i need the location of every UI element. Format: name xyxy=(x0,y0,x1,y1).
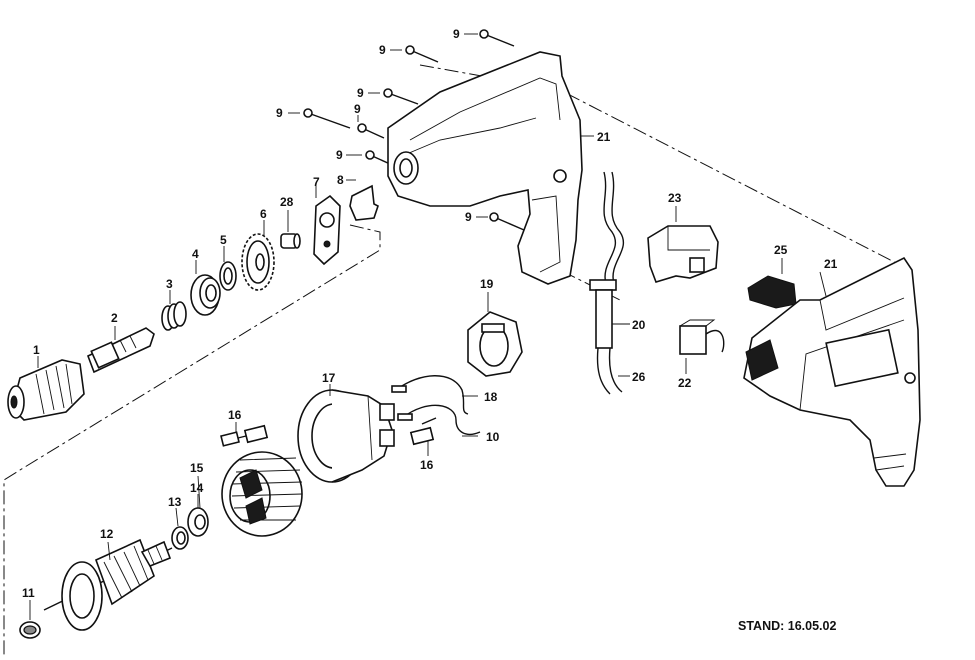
drill-chuck xyxy=(7,359,85,421)
callout-11: 11 xyxy=(22,586,35,600)
callout-8: 8 xyxy=(337,173,344,187)
assembly-axis-lines xyxy=(3,64,901,655)
motor-housing xyxy=(297,389,395,483)
callout-9-f: 9 xyxy=(336,148,343,162)
housing-half-right xyxy=(743,256,921,487)
callout-19: 19 xyxy=(480,277,494,291)
bearing xyxy=(190,274,221,316)
screw-1 xyxy=(479,29,515,47)
callout-9-a: 9 xyxy=(453,27,460,41)
callout-9-d: 9 xyxy=(276,106,283,120)
screw-4 xyxy=(303,108,351,129)
stator xyxy=(221,451,303,537)
spring xyxy=(161,301,187,331)
callout-21-b: 21 xyxy=(824,257,838,271)
callout-3: 3 xyxy=(166,277,173,291)
callout-2: 2 xyxy=(111,311,118,325)
callout-9-e: 9 xyxy=(354,102,361,116)
screw-2 xyxy=(405,45,439,63)
bearing-plate xyxy=(313,194,341,266)
sleeve xyxy=(280,233,301,249)
housing-half-left xyxy=(387,51,583,285)
callout-leaders xyxy=(29,33,827,620)
callout-9-g: 9 xyxy=(465,210,472,224)
armature-bearing-14 xyxy=(187,507,209,537)
armature xyxy=(43,538,173,631)
callout-18: 18 xyxy=(484,390,498,404)
callout-4: 4 xyxy=(192,247,199,261)
gear xyxy=(241,233,275,291)
callout-labels: 1 2 3 4 5 6 7 8 9 9 9 9 9 9 9 10 11 12 1… xyxy=(22,27,838,600)
wire-leads xyxy=(391,375,481,436)
spindle xyxy=(86,327,155,374)
callout-20: 20 xyxy=(632,318,646,332)
callout-16-b: 16 xyxy=(420,458,434,472)
carbon-brush-left xyxy=(220,424,269,447)
callout-10: 10 xyxy=(486,430,500,444)
switch xyxy=(647,225,719,283)
callout-12: 12 xyxy=(100,527,114,541)
revision-stamp: STAND: 16.05.02 xyxy=(738,619,837,633)
callout-14: 14 xyxy=(190,481,204,495)
callout-17: 17 xyxy=(322,371,336,385)
screws xyxy=(303,29,525,231)
callout-6: 6 xyxy=(260,207,267,221)
callout-26: 26 xyxy=(632,370,646,384)
switch-button xyxy=(747,275,797,309)
callout-23: 23 xyxy=(668,191,682,205)
callout-25: 25 xyxy=(774,243,788,257)
washer xyxy=(219,261,237,291)
callout-21-a: 21 xyxy=(597,130,611,144)
callout-5: 5 xyxy=(220,233,227,247)
callout-7: 7 xyxy=(313,175,320,189)
armature-bearing-13 xyxy=(171,526,189,550)
callout-28: 28 xyxy=(280,195,294,209)
callout-16-a: 16 xyxy=(228,408,242,422)
callout-9-c: 9 xyxy=(357,86,364,100)
screw-6 xyxy=(365,150,391,165)
callout-15: 15 xyxy=(190,461,204,475)
capacitor xyxy=(679,319,725,355)
power-cable xyxy=(589,171,625,395)
callout-1: 1 xyxy=(33,343,40,357)
screw-3 xyxy=(383,88,419,105)
brush-holder xyxy=(467,311,523,377)
bracket xyxy=(349,184,379,221)
carbon-brush-right xyxy=(409,417,437,446)
end-cap xyxy=(19,621,41,639)
callout-22: 22 xyxy=(678,376,692,390)
callout-13: 13 xyxy=(168,495,182,509)
screw-5 xyxy=(357,123,385,139)
screw-7 xyxy=(489,212,525,231)
callout-9-b: 9 xyxy=(379,43,386,57)
